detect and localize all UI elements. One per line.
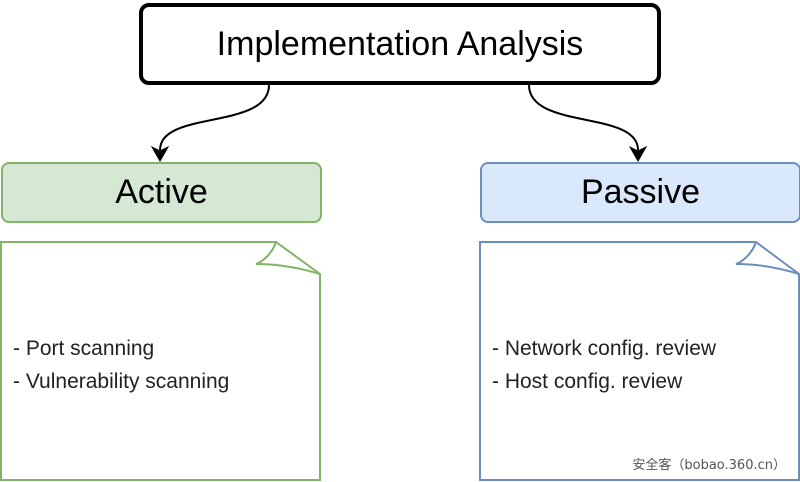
active-node: Active <box>1 162 322 223</box>
active-note-fold <box>255 241 321 275</box>
list-item: - Network config. review <box>492 337 717 360</box>
active-note <box>0 241 321 481</box>
arrowhead-active <box>150 145 170 163</box>
list-item: - Port scanning <box>13 337 155 360</box>
list-item: - Host config. review <box>492 370 683 393</box>
active-items-list: - Port scanning - Vulnerability scanning <box>13 332 229 398</box>
arrowhead-passive <box>628 145 648 163</box>
passive-label: Passive <box>580 173 701 211</box>
passive-items-list: - Network config. review - Host config. … <box>492 332 716 398</box>
root-node: Implementation Analysis <box>139 3 661 85</box>
passive-note <box>479 241 800 481</box>
root-title: Implementation Analysis <box>216 24 584 63</box>
passive-note-fold <box>735 241 800 275</box>
list-item: - Vulnerability scanning <box>13 370 230 393</box>
connector-root-to-active <box>159 84 270 151</box>
connector-root-to-passive <box>528 84 639 151</box>
watermark: 安全客（bobao.360.cn） <box>632 458 786 473</box>
passive-node: Passive <box>480 162 800 223</box>
active-label: Active <box>115 173 208 211</box>
